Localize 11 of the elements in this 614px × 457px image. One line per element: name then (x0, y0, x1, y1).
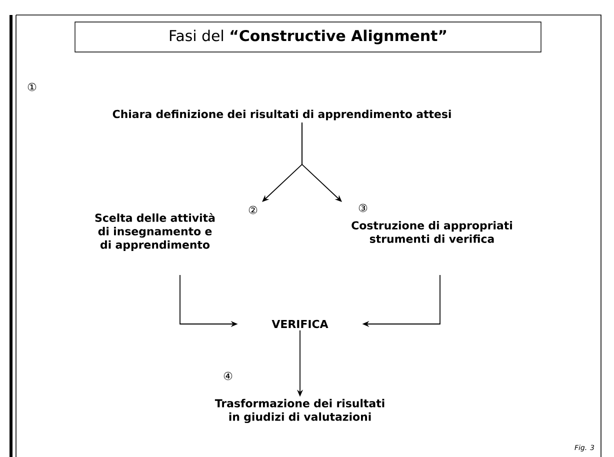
activity-text: Scelta delle attività di insegnamento e di apprendimento (95, 213, 215, 251)
step-number: ② (248, 206, 258, 214)
arrow (302, 122, 342, 202)
verification-text: VERIFICA (272, 320, 328, 328)
step-number: ① (28, 82, 36, 92)
title-box: Fasi del “Constructive Alignment” (74, 22, 542, 52)
step-number: ④ (224, 372, 232, 380)
assessment-text: Costruzione di appropriati strumenti di verifica (352, 221, 512, 243)
outcome-text: Chiara definizione dei risultati di apprendimento attesi (112, 110, 451, 120)
judgement-text: Trasformazione dei risultati in giudizi di valutazioni (214, 398, 384, 424)
step-number: ③ (358, 204, 368, 212)
